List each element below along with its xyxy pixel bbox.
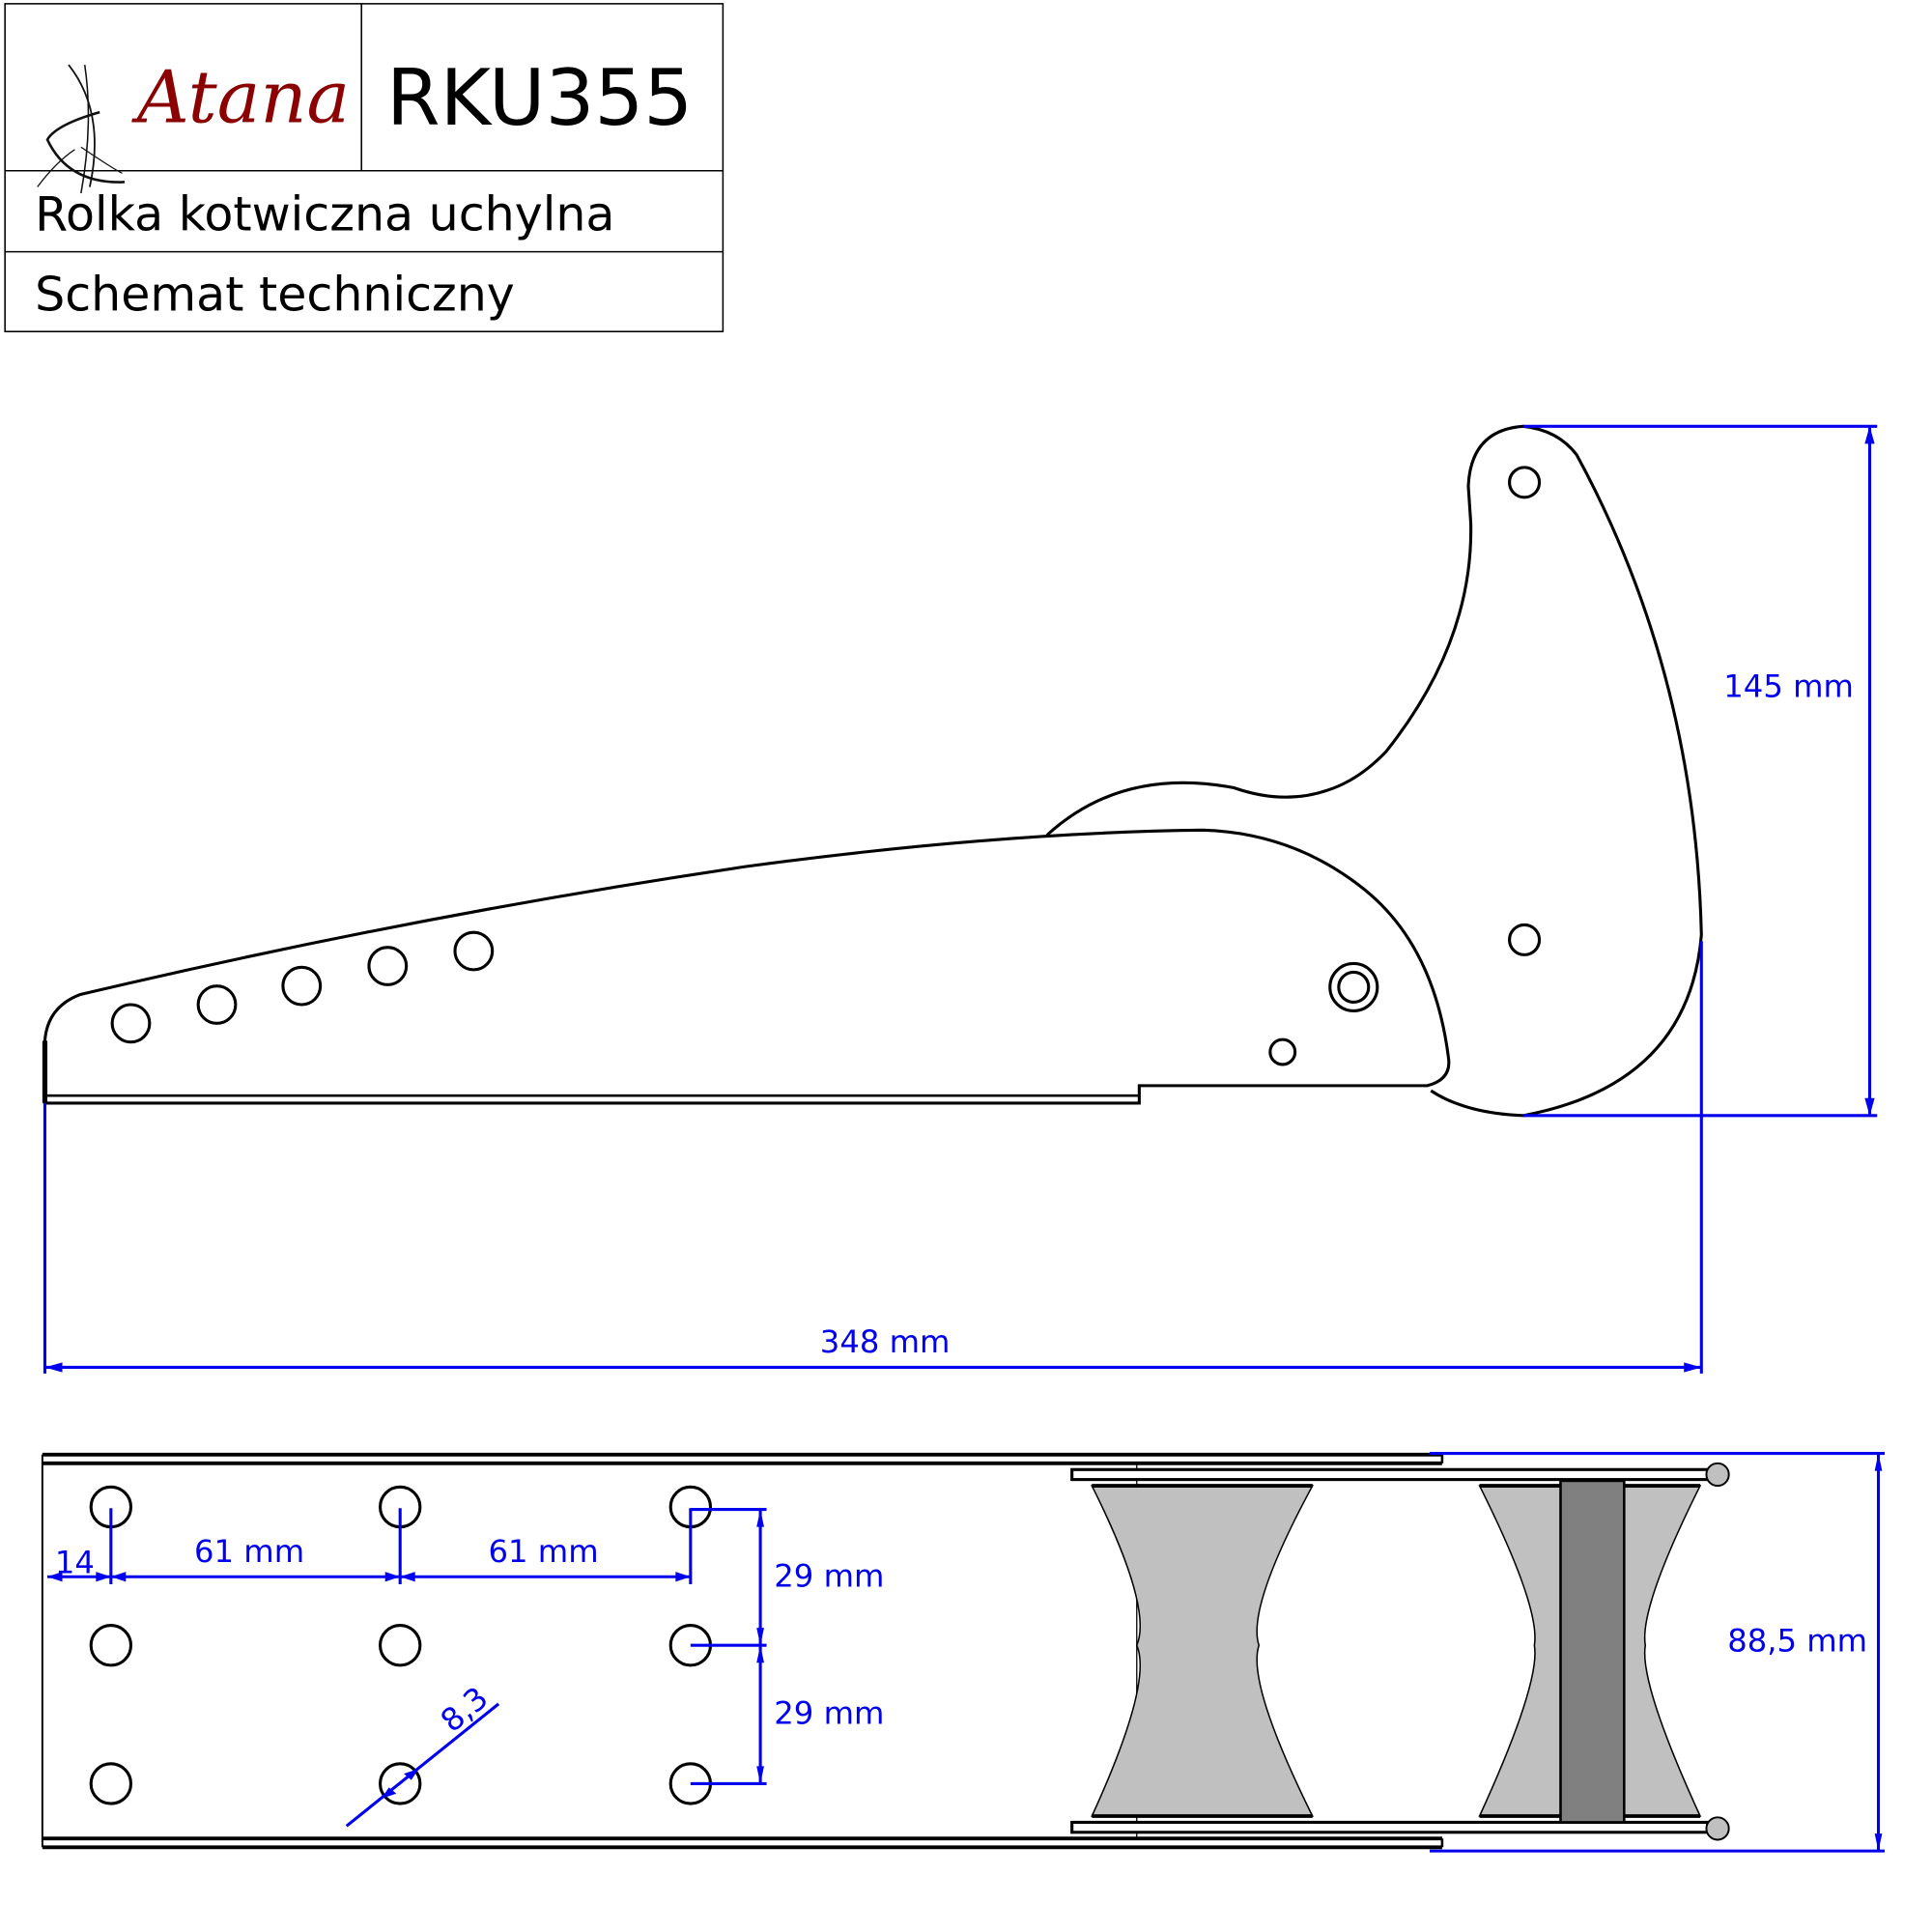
roller-rail-bottom bbox=[1070, 1820, 1710, 1834]
atana-logo: Atana bbox=[37, 55, 350, 194]
roller-1 bbox=[1091, 1485, 1315, 1817]
vertical-spacing-dimensions: 29 mm 29 mm bbox=[690, 1508, 884, 1785]
svg-text:145 mm: 145 mm bbox=[1723, 668, 1854, 704]
pivot-outer bbox=[1328, 961, 1379, 1012]
svg-text:61 mm: 61 mm bbox=[489, 1533, 599, 1570]
svg-text:14: 14 bbox=[55, 1544, 95, 1580]
side-view: 145 mm 348 mm bbox=[42, 424, 1878, 1374]
roller-axle bbox=[1559, 1479, 1626, 1824]
arm-hole-bottom bbox=[1508, 923, 1542, 956]
hole-spacing-dimensions: 14 61 mm 61 mm bbox=[47, 1508, 693, 1584]
roller-rail-top bbox=[1070, 1467, 1710, 1482]
svg-text:88,5 mm: 88,5 mm bbox=[1727, 1623, 1867, 1660]
mounting-holes-side bbox=[110, 930, 495, 1044]
svg-text:348 mm: 348 mm bbox=[820, 1323, 951, 1360]
side-base-outline bbox=[43, 828, 1451, 1105]
svg-text:61 mm: 61 mm bbox=[194, 1533, 304, 1570]
svg-text:Atana: Atana bbox=[131, 55, 350, 139]
length-dimension: 348 mm bbox=[43, 941, 1703, 1374]
side-arm-outline bbox=[1045, 424, 1703, 1118]
title-block: Atana RKU355 Rolka kotwiczna uchylna Sch… bbox=[4, 3, 724, 332]
axle-end-top bbox=[1705, 1462, 1730, 1488]
height-dimension: 145 mm bbox=[1522, 424, 1878, 1118]
axle-end-bottom bbox=[1705, 1816, 1730, 1841]
hole-diameter-dimension: 8,3 bbox=[345, 1680, 500, 1828]
model-number: RKU355 bbox=[386, 53, 693, 143]
product-name: Rolka kotwiczna uchylna bbox=[35, 186, 614, 242]
pivot-inner bbox=[1337, 970, 1371, 1004]
arm-hole-top bbox=[1508, 466, 1542, 499]
bottom-view: 14 61 mm 61 mm 29 mm 29 mm 8,3 88,5 mm bbox=[41, 1451, 1885, 1853]
svg-text:8,3: 8,3 bbox=[434, 1680, 496, 1740]
width-dimension: 88,5 mm bbox=[1430, 1451, 1885, 1853]
svg-text:29 mm: 29 mm bbox=[774, 1558, 884, 1595]
document-type: Schemat techniczny bbox=[35, 266, 515, 322]
small-hole bbox=[1268, 1037, 1297, 1066]
svg-text:29 mm: 29 mm bbox=[774, 1695, 884, 1732]
